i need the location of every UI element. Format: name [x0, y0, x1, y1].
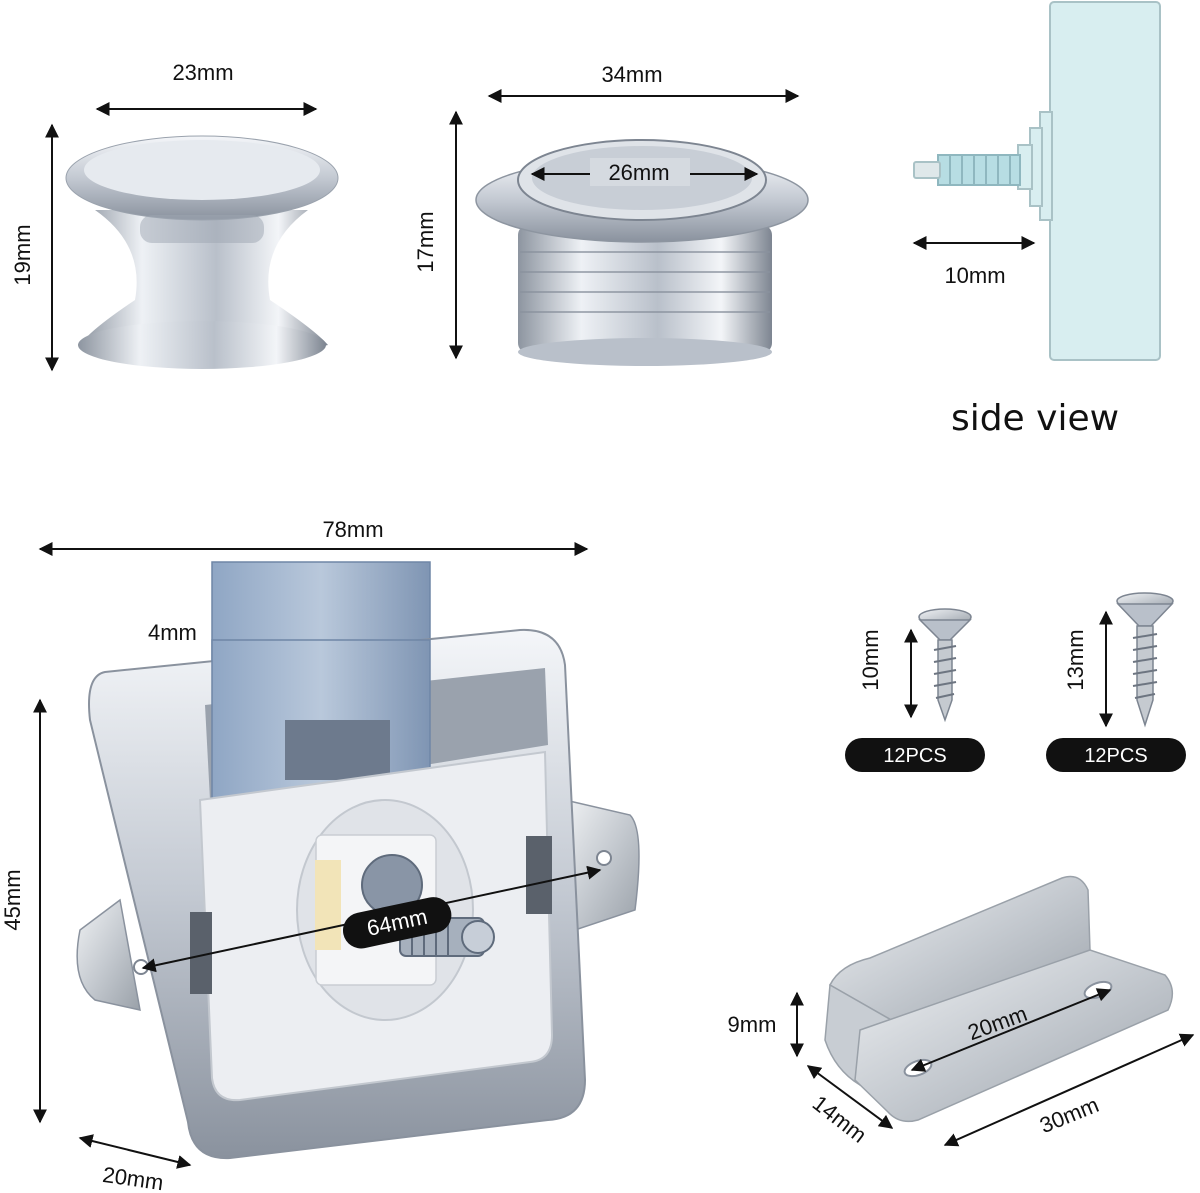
lock-hole-pill: 64mm: [342, 897, 452, 949]
bracket-length-dimension: [943, 1033, 1195, 1147]
ring-inner-label: 26mm: [608, 160, 669, 185]
side-view-caption: side view: [951, 398, 1119, 439]
bracket-length-label: 30mm: [1036, 1092, 1102, 1138]
lock-width-label: 78mm: [322, 517, 383, 542]
screw-10mm-illustration: [918, 608, 972, 723]
screw-13mm-illustration: [1116, 592, 1174, 728]
screw-1-qty-pill: [845, 738, 985, 772]
bracket-depth-dimension: [806, 1065, 894, 1129]
screw-2-length-label: 13mm: [1063, 629, 1088, 690]
screw-2-qty-pill: [1046, 738, 1186, 772]
ring-height-label: 17mm: [413, 211, 438, 272]
lock-tongue-label: 4mm: [148, 620, 197, 645]
screw-1-qty-label: 12PCS: [883, 745, 946, 767]
screw-1-length-label: 10mm: [858, 629, 883, 690]
bracket-height-label: 9mm: [728, 1012, 777, 1037]
knob-width-label: 23mm: [172, 60, 233, 85]
lock-body-illustration: [76, 561, 640, 1160]
knob-height-label: 19mm: [10, 224, 35, 285]
ring-inner-label-backdrop: [590, 158, 690, 186]
lock-height-label: 45mm: [0, 869, 25, 930]
screw-2-qty-label: 12PCS: [1084, 745, 1147, 767]
knob-illustration: [65, 135, 339, 369]
ring-outer-label: 34mm: [601, 62, 662, 87]
lock-depth-label: 20mm: [101, 1162, 165, 1193]
side-view-illustration: [913, 1, 1161, 361]
bracket-illustration: [824, 875, 1174, 1123]
side-bolt-label: 10mm: [944, 263, 1005, 288]
bracket-depth-label: 14mm: [808, 1090, 872, 1147]
lock-depth-dimension: [78, 1134, 192, 1169]
